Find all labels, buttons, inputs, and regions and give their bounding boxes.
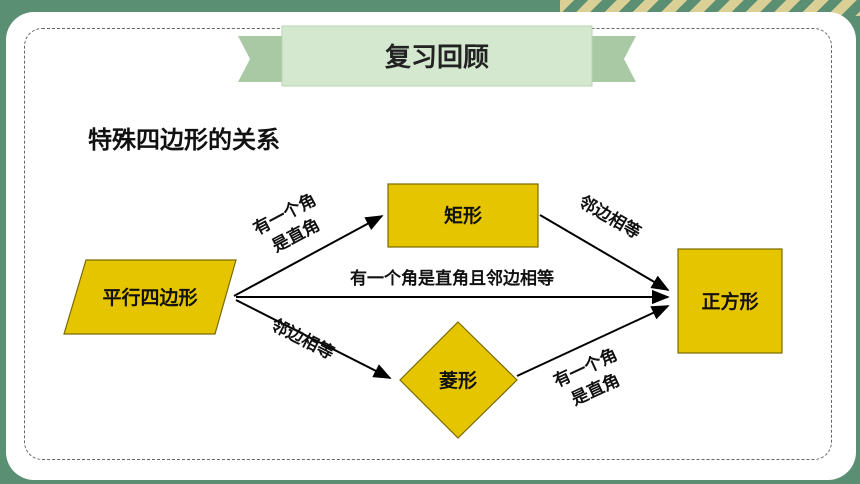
node-rectangle-label: 矩形 xyxy=(444,205,482,227)
banner-right-tail xyxy=(588,36,636,82)
node-rhombus: 菱形 xyxy=(399,321,518,439)
node-parallelogram: 平行四边形 xyxy=(63,259,237,335)
node-rhombus-label: 菱形 xyxy=(439,369,477,392)
banner-left-tail xyxy=(238,36,285,82)
node-rectangle: 矩形 xyxy=(387,183,539,248)
title-banner: 复习回顾 xyxy=(238,25,636,87)
edge-label-rect-to-square: 邻边相等 xyxy=(575,191,644,243)
banner-body xyxy=(281,25,593,87)
edge-label-para-to-square: 有一个角是直角且邻边相等 xyxy=(350,268,554,289)
arrow-para-to-rect xyxy=(233,215,384,297)
page-title: 复习回顾 xyxy=(385,43,489,73)
arrow-rhombus-to-square xyxy=(516,305,670,377)
edge-label-para-to-rhombus-text: 邻边相等 xyxy=(267,314,337,364)
edge-label-rect-to-square-text: 邻边相等 xyxy=(575,191,644,243)
arrow-rect-to-square xyxy=(539,214,670,291)
node-square-label: 正方形 xyxy=(701,290,758,313)
edge-label-para-to-rhombus: 邻边相等 xyxy=(267,314,337,364)
node-square: 正方形 xyxy=(677,248,783,354)
section-heading: 特殊四边形的关系 xyxy=(88,126,280,154)
arrow-para-to-rhombus xyxy=(235,299,392,379)
node-parallelogram-label: 平行四边形 xyxy=(102,286,197,309)
